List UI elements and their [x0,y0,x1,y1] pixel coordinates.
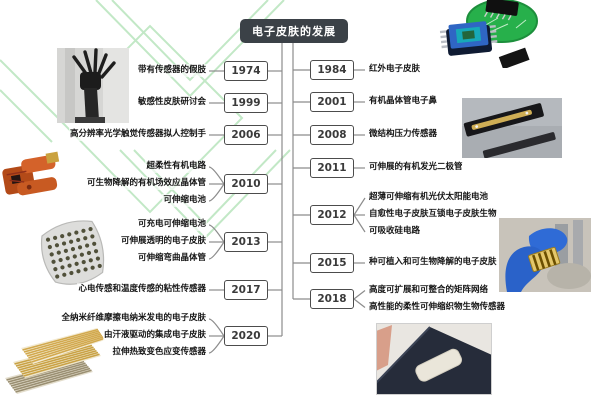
year-box-2015: 2015 [310,253,354,273]
year-box-2001: 2001 [310,92,354,112]
photo-blue-glove-chip [499,218,591,292]
event-label: 可生物降解的有机场效应晶体管 [85,177,207,190]
event-label: 心电传感和温度传感的粘性传感器 [77,283,207,296]
photo-robotic-hand [57,48,129,123]
year-box-2011: 2011 [310,158,354,178]
year-box-2013: 2013 [224,232,268,252]
photo-sleeve-patch [376,323,492,395]
event-label: 种可植入和可生物降解的电子皮肤 [368,256,498,269]
event-label: 全纳米纤维摩擦电纳米发电的电子皮肤 [60,312,207,325]
year-box-2010: 2010 [224,174,268,194]
event-label: 可伸缩电池 [162,194,207,207]
year-box-2020: 2020 [224,326,268,346]
year-box-2012: 2012 [310,205,354,225]
year-box-1974: 1974 [224,61,268,81]
event-label: 超柔性有机电路 [145,160,207,173]
event-label: 高性能的柔性可伸缩织物生物传感器 [368,300,507,314]
event-label: 带有传感器的假肢 [136,64,207,77]
year-box-2006: 2006 [224,125,268,145]
photo-microchips [439,0,538,68]
photo-dot-array-sheet [40,220,105,285]
event-label: 高度可扩展和可整合的矩阵网络 [368,283,490,297]
event-label: 可伸缩弯曲晶体管 [136,252,207,265]
event-label: 自愈性电子皮肤互锁电子皮肤生物 [368,208,498,221]
event-label: 可充电可伸缩电池 [136,218,207,231]
year-box-2017: 2017 [224,280,268,300]
year-box-2018: 2018 [310,289,354,309]
photo-flexible-circuit [2,151,60,196]
year-box-1984: 1984 [310,60,354,80]
event-label: 超薄可伸缩有机光伏太阳能电池 [368,191,490,204]
year-box-1999: 1999 [224,93,268,113]
event-label: 微结构压力传感器 [368,128,439,141]
event-label: 有机晶体管电子鼻 [368,95,439,108]
event-label: 可伸展的有机发光二极管 [368,161,464,174]
event-label: 高分辨率光学触觉传感器拟人控制手 [68,128,207,141]
photo-gold-fiber-mats [5,328,105,394]
event-label: 可伸展透明的电子皮肤 [119,235,207,248]
event-label: 敏感性皮肤研讨会 [136,96,207,109]
diagram-title: 电子皮肤的发展 [240,19,348,43]
event-label: 可吸收硅电路 [368,225,422,238]
event-label: 红外电子皮肤 [368,63,422,76]
photo-black-bar-devices [462,98,562,158]
year-box-2008: 2008 [310,125,354,145]
event-label: 拉伸热致变色应变传感器 [111,346,207,359]
event-label: 由汗液驱动的集成电子皮肤 [102,329,207,342]
